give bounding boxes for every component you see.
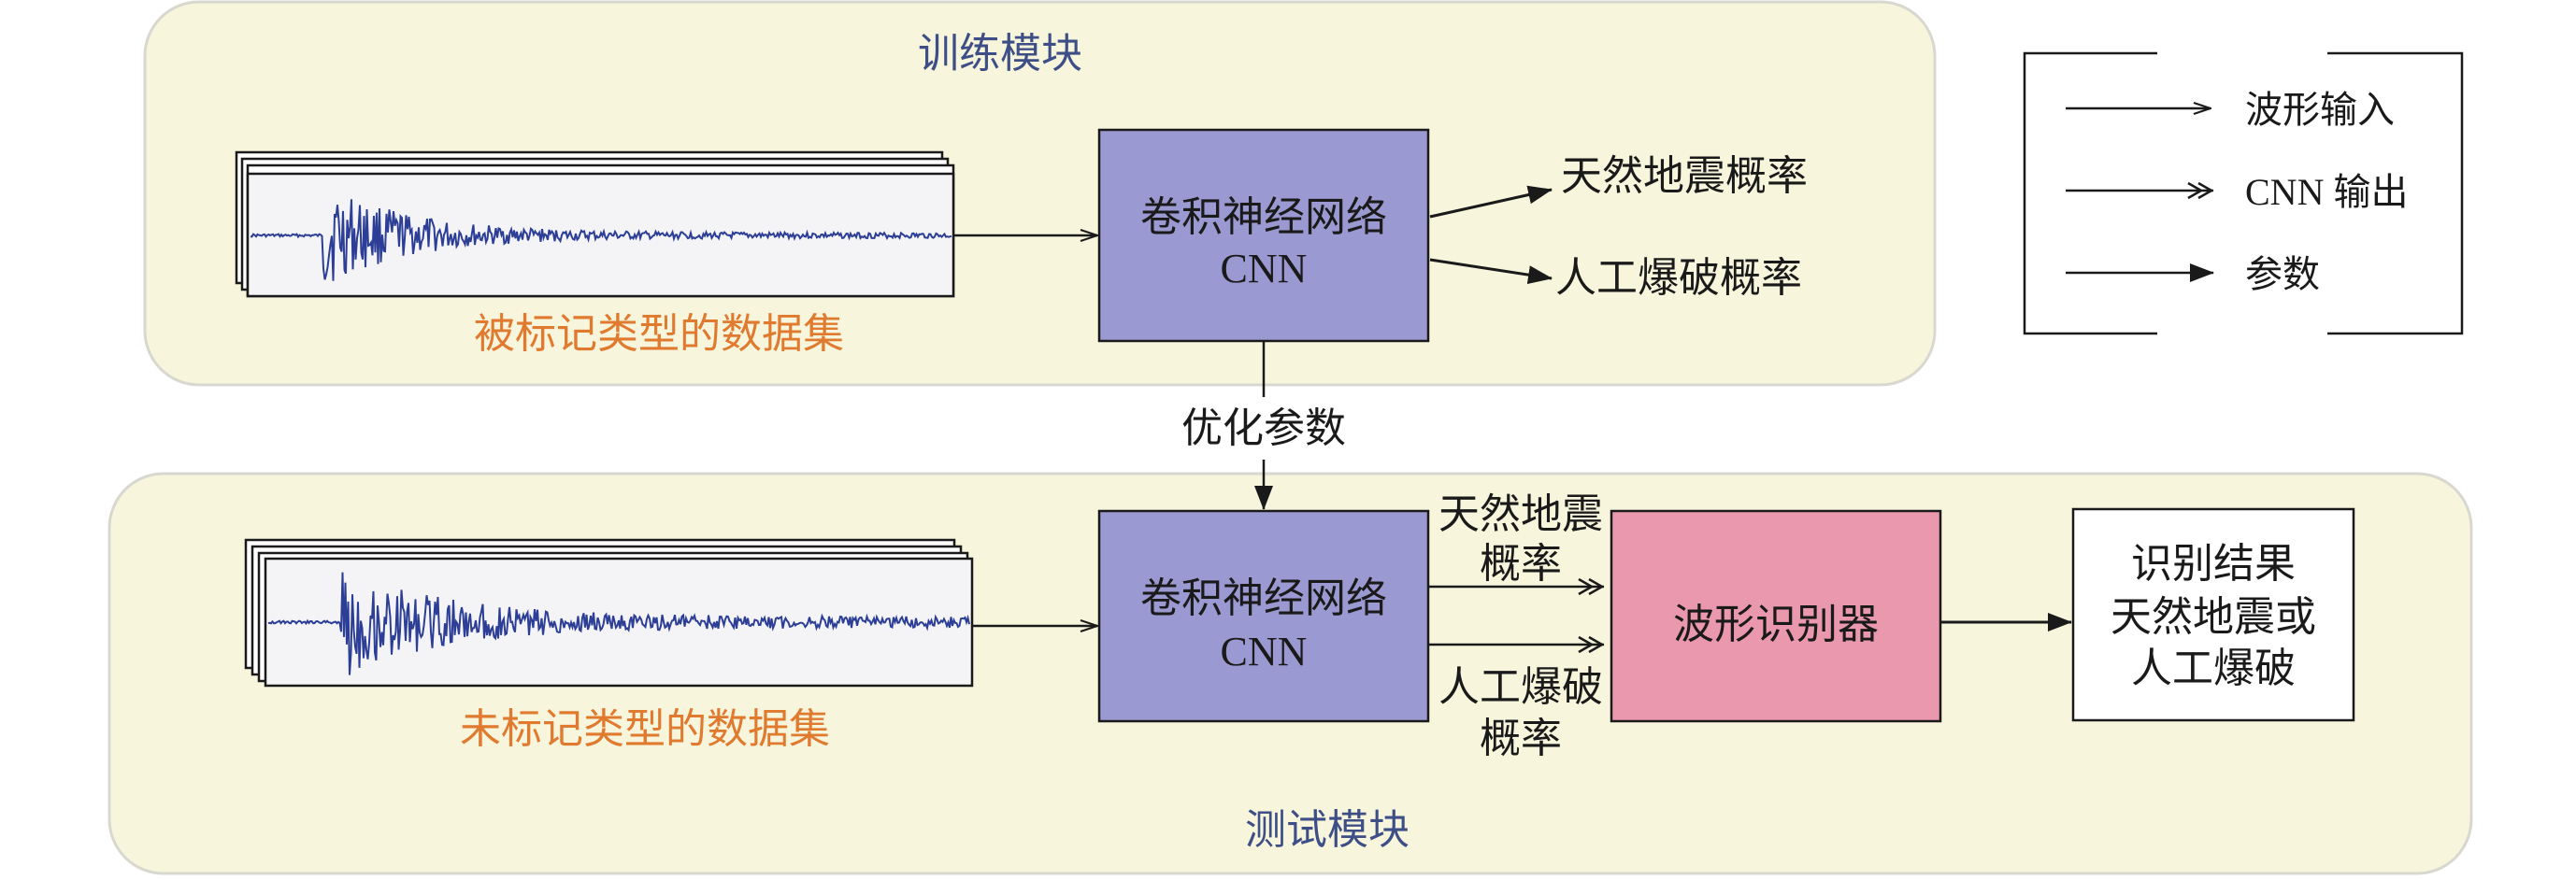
- testing-module-title: 测试模块: [1245, 807, 1410, 853]
- testing-explosion-label-line1: 人工爆破: [1438, 664, 1603, 710]
- waveform-recognizer-box: [1610, 509, 1942, 723]
- testing-explosion-label-line2: 概率: [1480, 716, 1562, 761]
- training-waveform: [250, 199, 952, 281]
- optimize-parameters-label: 优化参数: [1181, 405, 1346, 451]
- waveform-recognizer-label: 波形识别器: [1673, 602, 1879, 647]
- training-explosion-prob: 人工爆破概率: [1555, 255, 1802, 301]
- testing-cnn-label: 卷积神经网络: [1140, 575, 1387, 621]
- testing-cnn-sublabel: CNN: [1221, 629, 1308, 674]
- training-explosion-output-arrow: [1429, 258, 1553, 285]
- result-line1: 识别结果: [2131, 541, 2296, 587]
- training-module-title: 训练模块: [918, 31, 1082, 77]
- testing-dataset-label: 未标记类型的数据集: [460, 706, 830, 752]
- training-dataset-label: 被标记类型的数据集: [474, 311, 844, 357]
- training-dataset-stack: [235, 150, 955, 298]
- legend-bracket-right: [2327, 51, 2464, 335]
- result-line3: 人工爆破: [2131, 646, 2296, 691]
- training-natural-quake-prob: 天然地震概率: [1561, 153, 1808, 199]
- testing-dataset-stack: [244, 538, 974, 688]
- legend-bracket-left: [2023, 51, 2157, 335]
- legend-cnn-output-label: CNN 输出: [2245, 171, 2408, 213]
- result-line2: 天然地震或: [2111, 594, 2316, 640]
- training-natural-output-arrow: [1429, 185, 1553, 219]
- testing-natural-label-line1: 天然地震: [1438, 491, 1603, 537]
- legend-parameters-label: 参数: [2245, 253, 2320, 295]
- result-box: [2071, 507, 2355, 722]
- legend: 波形输入 CNN 输出 参数: [2023, 51, 2464, 335]
- training-cnn-label: 卷积神经网络: [1140, 194, 1387, 240]
- testing-natural-label-line2: 概率: [1480, 541, 1562, 587]
- testing-cnn-box: [1097, 509, 1430, 723]
- testing-waveform: [267, 572, 970, 675]
- training-cnn-sublabel: CNN: [1221, 246, 1308, 291]
- legend-waveform-input-label: 波形输入: [2245, 89, 2395, 131]
